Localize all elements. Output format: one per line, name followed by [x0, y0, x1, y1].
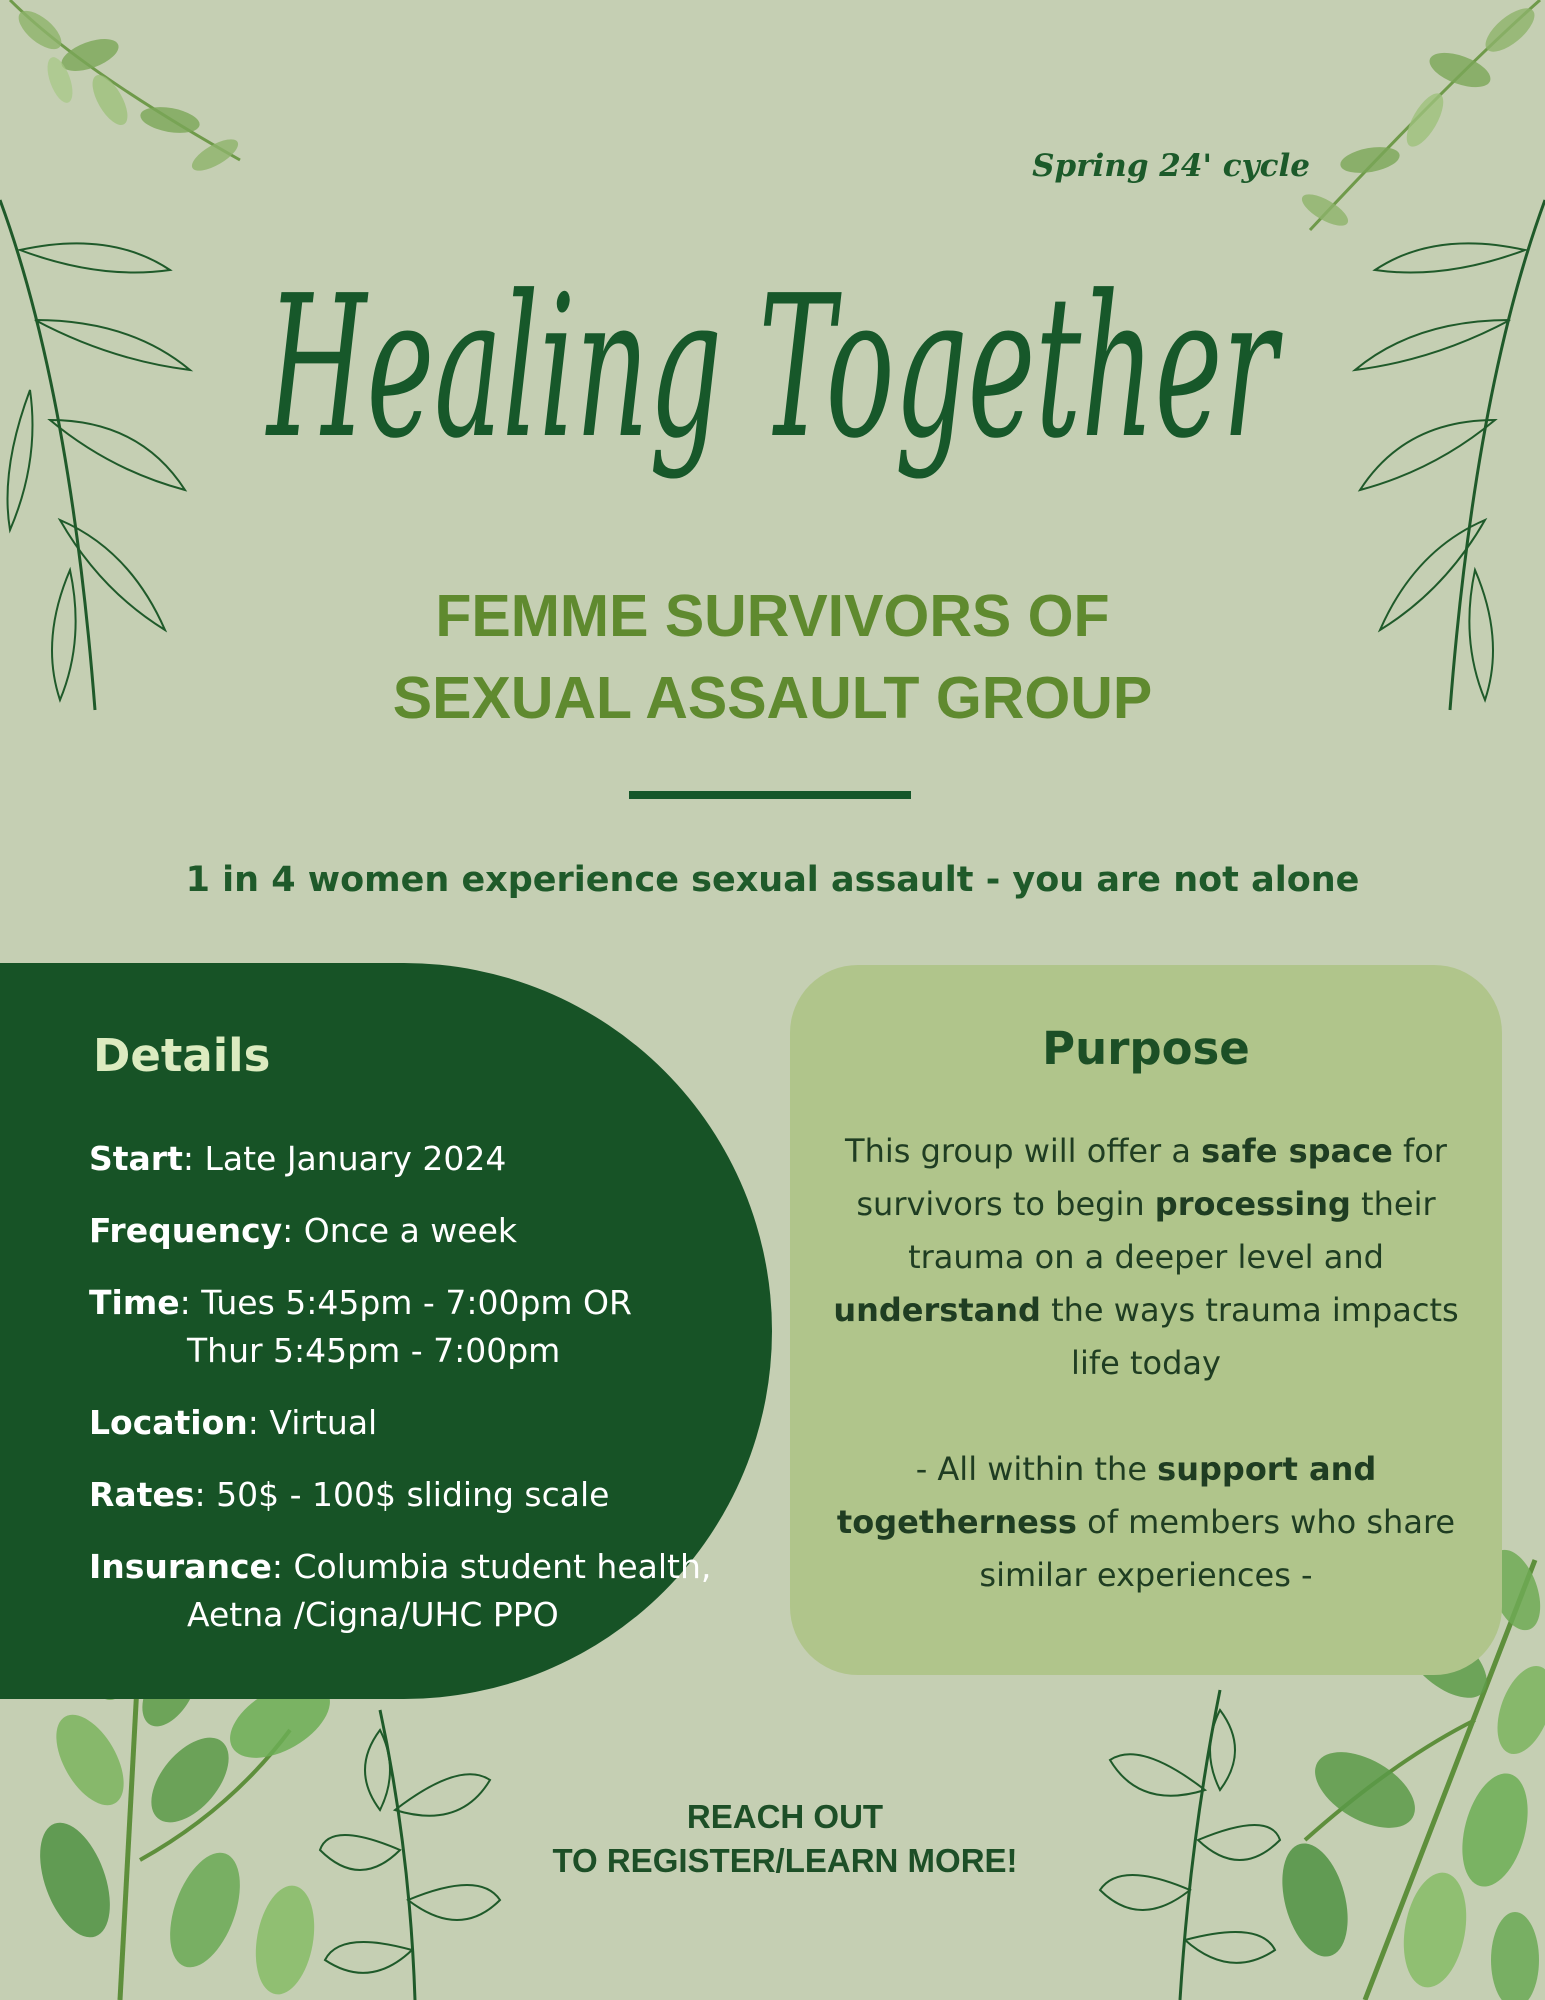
detail-rates-value: : 50$ - 100$ sliding scale: [194, 1475, 610, 1514]
detail-start: Start: Late January 2024: [89, 1135, 729, 1183]
purpose-note-emphasis: support and togetherness: [836, 1450, 1377, 1541]
statistic-tagline: 1 in 4 women experience sexual assault -…: [185, 860, 1360, 900]
details-panel: Details Start: Late January 2024 Frequen…: [0, 963, 772, 1699]
purpose-text-4: the ways trauma impacts life today: [1040, 1291, 1459, 1382]
detail-time-label: Time: [89, 1283, 180, 1322]
detail-frequency-label: Frequency: [89, 1211, 283, 1250]
detail-rates: Rates: 50$ - 100$ sliding scale: [89, 1471, 729, 1519]
purpose-heading: Purpose: [1042, 1022, 1250, 1075]
purpose-description: This group will offer a safe space for s…: [830, 1125, 1462, 1390]
detail-insurance-value-1: : Columbia student health,: [271, 1547, 712, 1586]
purpose-note-text-2: of members who share similar experiences…: [979, 1503, 1456, 1594]
line-art-leaf-icon: [1098, 1689, 1282, 2000]
purpose-text-3: their trauma on a deeper level and: [908, 1185, 1436, 1276]
page-title: Healing Together: [265, 254, 1283, 482]
purpose-emphasis-processing: processing: [1154, 1185, 1351, 1223]
page-title-text: Healing Together: [265, 254, 1283, 482]
purpose-note-text-1: - All within the: [915, 1450, 1158, 1488]
details-heading: Details: [93, 1029, 271, 1082]
cta-line-1: REACH OUT: [686, 1798, 884, 1835]
line-art-leaf-icon: [0, 199, 194, 711]
detail-frequency: Frequency: Once a week: [89, 1207, 729, 1255]
detail-frequency-value: : Once a week: [282, 1211, 518, 1250]
detail-location-value: : Virtual: [247, 1403, 378, 1442]
detail-location-label: Location: [89, 1403, 248, 1442]
watercolor-leaf-icon: [1282, 1549, 1545, 2000]
purpose-emphasis-safe-space: safe space: [1201, 1132, 1393, 1170]
purpose-panel: Purpose This group will offer a safe spa…: [790, 965, 1502, 1675]
detail-insurance-label: Insurance: [89, 1547, 272, 1586]
detail-insurance-value-2: Aetna /Cigna/UHC PPO: [187, 1595, 559, 1634]
line-art-leaf-icon: [318, 1709, 502, 2000]
detail-location: Location: Virtual: [89, 1399, 729, 1447]
purpose-note: - All within the support and togethernes…: [830, 1443, 1462, 1602]
title-divider: [629, 791, 911, 799]
purpose-emphasis-understand: understand: [833, 1291, 1041, 1329]
detail-insurance: Insurance: Columbia student health, Aetn…: [89, 1543, 729, 1639]
subtitle-line-2: SEXUAL ASSAULT GROUP: [392, 665, 1153, 731]
cycle-label: Spring 24' cycle: [1032, 148, 1310, 184]
details-list: Start: Late January 2024 Frequency: Once…: [89, 1135, 729, 1663]
call-to-action: REACH OUT TO REGISTER/LEARN MORE!: [470, 1795, 1100, 1883]
detail-time: Time: Tues 5:45pm - 7:00pm OR Thur 5:45p…: [89, 1279, 729, 1375]
line-art-leaf-icon: [1351, 199, 1545, 711]
detail-rates-label: Rates: [89, 1475, 195, 1514]
cta-line-2: TO REGISTER/LEARN MORE!: [552, 1842, 1018, 1879]
detail-time-value-1: : Tues 5:45pm - 7:00pm OR: [179, 1283, 632, 1322]
group-subtitle: FEMME SURVIVORS OF SEXUAL ASSAULT GROUP: [0, 575, 1545, 739]
subtitle-line-1: FEMME SURVIVORS OF: [435, 583, 1110, 649]
detail-time-value-2: Thur 5:45pm - 7:00pm: [187, 1331, 561, 1370]
watercolor-leaf-icon: [8, 0, 241, 171]
purpose-text-1: This group will offer a: [845, 1132, 1202, 1170]
detail-start-value: : Late January 2024: [182, 1139, 507, 1178]
purpose-text-2: for survivors to begin: [856, 1132, 1447, 1223]
watercolor-leaf-icon: [1301, 0, 1541, 232]
detail-start-label: Start: [89, 1139, 183, 1178]
